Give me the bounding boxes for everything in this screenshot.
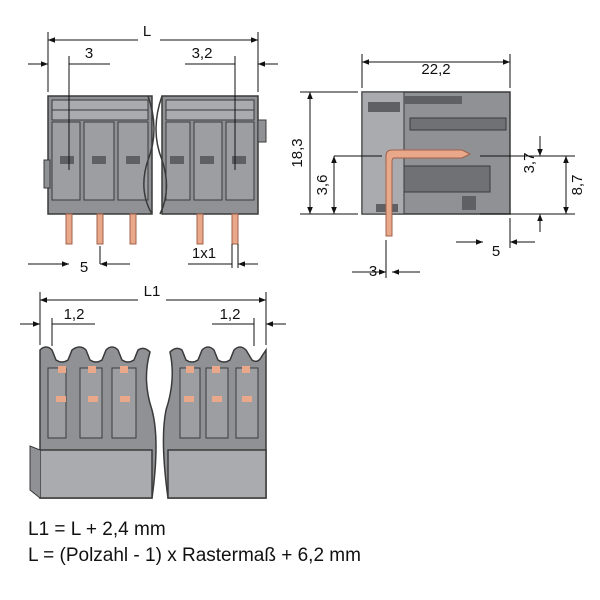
side-view-pin: [385, 149, 472, 237]
dim-right-upper-label: 3,7: [521, 153, 538, 174]
formula-l1: L1 = L + 2,4 mm: [28, 519, 166, 540]
dim-depth-label: 22,2: [421, 61, 450, 78]
dim-left-offset-label: 3: [85, 45, 93, 62]
front-view-dimensions: [28, 32, 278, 268]
dim-right-total-label: 8,7: [569, 175, 586, 196]
front-view-left-block: [43, 95, 155, 215]
dim-bottom-left-offset-label: 1,2: [64, 306, 85, 323]
dim-height-label: 18,3: [289, 138, 306, 167]
bottom-view-right-block: [162, 346, 267, 499]
dim-L-label: L: [143, 23, 151, 40]
dim-right-offset-label: 3,2: [192, 45, 213, 62]
side-view-dimensions: [300, 54, 575, 278]
front-view-right-block: [155, 95, 267, 215]
dim-L1-label: L1: [144, 283, 161, 300]
front-view: [43, 95, 267, 245]
dim-pitch-label: 5: [80, 259, 88, 276]
dim-pin-height-label: 3,6: [314, 175, 331, 196]
bottom-view-left-block: [29, 346, 157, 499]
side-view: [361, 91, 511, 237]
bottom-view: [29, 346, 267, 499]
dim-pin-label: 1x1: [192, 245, 216, 262]
front-view-pins: [65, 213, 239, 245]
dim-bottom-right-offset-label: 1,2: [220, 306, 241, 323]
dim-bottom-left-label: 3: [369, 263, 377, 280]
dim-bottom-right-label: 5: [492, 243, 500, 260]
formula-l: L = (Polzahl - 1) x Rastermaß + 6,2 mm: [28, 545, 361, 566]
bottom-view-dimensions: [20, 292, 286, 346]
